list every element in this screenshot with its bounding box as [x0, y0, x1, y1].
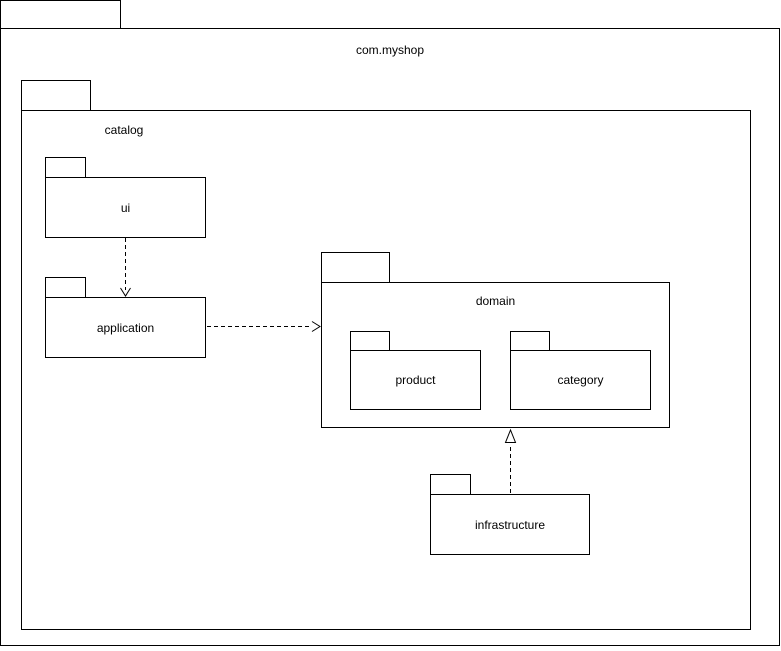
package-product-label: product: [395, 373, 436, 387]
package-com-myshop-label: com.myshop: [355, 43, 425, 57]
package-category-tab: [510, 331, 550, 351]
package-domain-tab: [321, 252, 390, 283]
package-product-tab: [350, 331, 390, 351]
package-category-body: category: [510, 350, 651, 410]
package-infrastructure-body: infrastructure: [430, 494, 590, 555]
package-catalog-tab: [21, 80, 91, 111]
package-application-label: application: [96, 320, 155, 335]
package-ui-body: ui: [45, 177, 206, 238]
package-infrastructure-tab: [430, 474, 471, 495]
package-category-label: category: [557, 373, 604, 387]
package-application-tab: [45, 277, 86, 298]
package-com-myshop-tab: [0, 0, 121, 29]
package-domain-label: domain: [475, 294, 516, 308]
package-ui-label: ui: [120, 200, 131, 215]
package-catalog-label: catalog: [104, 123, 144, 137]
package-application-body: application: [45, 297, 206, 358]
package-ui-tab: [45, 157, 86, 178]
package-product-body: product: [350, 350, 481, 410]
package-infrastructure-label: infrastructure: [474, 517, 546, 532]
